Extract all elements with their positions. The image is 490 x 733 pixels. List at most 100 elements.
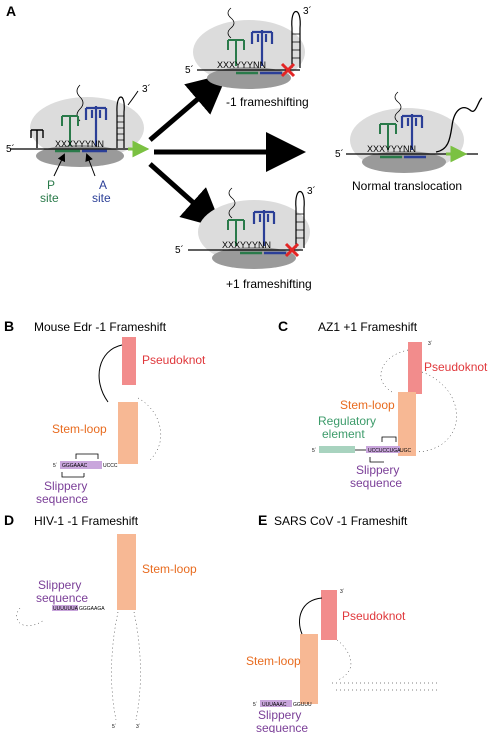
prime5-label: 5´ [335,148,344,160]
a-site-trna [400,114,424,150]
nascent-peptide [394,91,402,123]
unfolded-mrna [435,97,483,153]
stem-loop-box [118,402,138,464]
prime5-label: 5´ [6,143,15,155]
slippery-label-2: sequence [350,476,402,490]
prime3-label: 3´ [136,724,141,730]
loop-nts-right [415,371,457,453]
hairpin-pairs [117,115,124,141]
pseudoknot-label: Pseudoknot [342,609,406,623]
panel-e-title: SARS CoV -1 Frameshift [274,514,408,528]
slippery-box [60,461,102,469]
hairpin-pairs [296,213,304,239]
az1-structure: 3´ Pseudoknot Stem-loop Regulatory eleme… [312,341,488,490]
a-site-label-2: site [92,191,111,205]
p-site-pointer [53,153,66,177]
normal-label: Normal translocation [352,179,462,193]
slippery-label: Slippery [44,479,87,493]
prime3-label: 3´ [307,185,316,197]
prime5-label: 5´ [185,64,194,76]
stem-loop-label: Stem-loop [142,562,197,576]
upstream-nts [16,607,45,626]
p-site-trna [379,123,397,150]
plus1-label: +1 frameshifting [226,277,312,291]
slippery-seq: UUUUUUA [53,606,79,612]
e-site-trna [30,129,44,148]
hairpin [295,190,305,248]
pseudoknot-box [321,590,337,640]
panel-d-title: HIV-1 -1 Frameshift [34,514,139,528]
translocation-arrow [128,140,150,158]
stem-loop-label: Stem-loop [246,654,301,668]
a-site-trna [250,30,274,66]
prime5-label: 5´ [312,448,317,454]
stem-loop-box [117,534,136,610]
panel-b-label: B [4,318,14,334]
a-site-label: A [99,178,107,192]
prime5-label: 5´ [53,463,58,469]
panel-c-title: AZ1 +1 Frameshift [318,320,418,334]
sars-structure: 3´ Pseudoknot Stem-loop UUUAAAC GGUUU 5´… [246,589,440,733]
loop-curve [299,597,323,635]
regulatory-label: Regulatory [318,414,376,428]
nascent-peptide [228,187,236,219]
large-subunit [193,20,305,84]
nascent-peptide [227,7,235,39]
strand-3prime [127,90,139,106]
slippery-seq: UUUAAAC [262,702,287,708]
register-brackets [61,453,99,478]
slippery-label: Slippery [356,463,399,477]
regulatory-label-2: element [322,427,365,441]
block-mark [284,242,300,258]
a-site-pointer [85,153,96,177]
p-site-label-2: site [40,191,59,205]
pseudoknot-box [122,337,136,385]
ribosome-normal: 5´ XXXYYYNN Normal translocation [335,91,483,193]
panel-c-label: C [278,318,288,334]
minus1-label: -1 frameshifting [226,95,309,109]
hairpin-pairs [292,33,300,59]
slippery-box [52,605,78,611]
large-subunit [198,200,310,264]
panel-e-label: E [258,512,267,528]
prime5-label: 5´ [175,244,184,256]
pseudoknot-box [408,342,422,394]
stem-loop-label: Stem-loop [52,422,107,436]
ribosome-initial: 5´ XXXYYYNN 3´ P site A site [6,83,151,205]
register-brackets [369,436,397,463]
arrow-to-plus1 [148,162,223,229]
block-mark [280,62,296,78]
large-subunit [30,97,144,159]
panel-b-title: Mouse Edr -1 Frameshift [34,320,167,334]
loop-nts [336,639,352,681]
slippery-label-2: sequence [256,721,308,733]
codon-sequence: XXXYYYNN [217,60,266,70]
pseudoknot-label: Pseudoknot [424,360,488,374]
slippery-box [366,446,400,453]
slippery-seq: GGGAAAC [62,463,88,469]
stem-loop-box [398,392,416,456]
prime5-label: 5´ [253,702,258,708]
p-site-trna [227,39,245,66]
loop-nts [137,397,162,461]
prime3-label: 3´ [142,83,151,95]
loop-nts [380,349,409,393]
downstream-nts-right [133,611,141,721]
slippery-seq: UCCUCCUGA [368,448,401,454]
stem3-nts [332,682,440,691]
prime3-label: 3´ [340,589,345,595]
a-site-trna [84,106,108,146]
p-site-trna [61,115,79,146]
p-site-label: P [47,178,55,192]
panel-a-label: A [6,3,16,19]
translocation-arrow [446,145,468,163]
prime5-label: 5´ [112,724,117,730]
regulatory-box [319,446,355,453]
p-site-trna [227,219,245,246]
hiv-structure: Stem-loop UUUUUUA GGGAAGA Slippery seque… [16,534,197,730]
spacer-seq: GGGAAGA [79,606,105,612]
edr-structure: Pseudoknot Stem-loop GGGAAAC UCCC 5´ Sli… [36,337,206,506]
spacer-seq: GGUUU [293,702,312,708]
ribosome-minus1: 5´ XXXYYYNN 3´ -1 frameshifting [185,5,312,109]
panel-d-label: D [4,512,14,528]
